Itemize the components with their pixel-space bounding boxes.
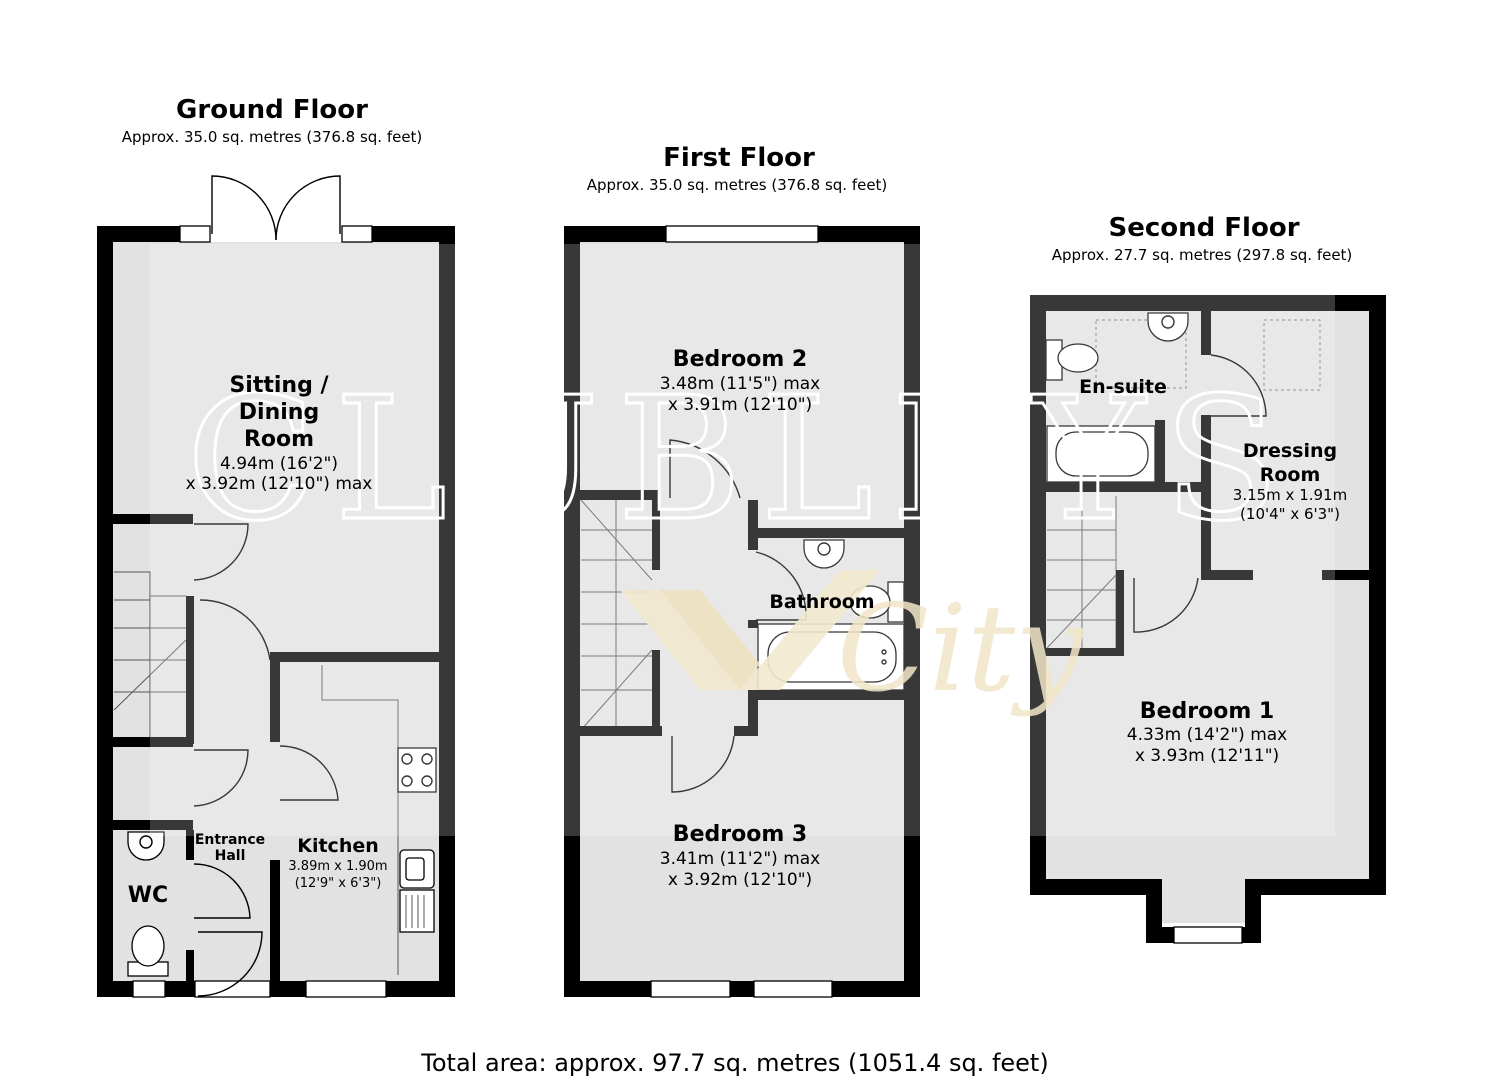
watermark-brand: CLUBLEYS — [186, 361, 1298, 559]
entrance-hall-name-2: Hall — [215, 848, 246, 864]
first-floor-area: Approx. 35.0 sq. metres (376.8 sq. feet) — [587, 176, 888, 194]
watermark-city: City — [837, 580, 1085, 719]
watermark-chevron-icon — [620, 570, 880, 690]
dressing-room-dim-2: (10'4" x 6'3") — [1240, 505, 1340, 523]
ground-stairs — [113, 571, 187, 740]
entrance-hall-name-1: Entrance — [195, 832, 265, 848]
sitting-room-dim-1: 4.94m (16'2") — [220, 454, 338, 474]
second-floor-labels: Second Floor Approx. 27.7 sq. metres (29… — [1052, 213, 1353, 766]
kitchen-name: Kitchen — [297, 835, 379, 857]
kitchen-fixtures — [321, 665, 437, 975]
kitchen-dim-2: (12'9" x 6'3") — [295, 876, 382, 891]
ensuite-fixtures — [1045, 312, 1321, 483]
ground-floor-area: Approx. 35.0 sq. metres (376.8 sq. feet) — [122, 128, 423, 146]
bedroom-3-dim-2: x 3.92m (12'10") — [668, 870, 812, 890]
bedroom-3-dim-1: 3.41m (11'2") max — [660, 849, 820, 869]
ensuite-name: En-suite — [1079, 376, 1167, 398]
ground-walls — [97, 226, 455, 997]
first-floor-labels: First Floor Approx. 35.0 sq. metres (376… — [587, 143, 888, 890]
bathroom-fixtures — [757, 539, 905, 691]
sitting-room-name-3: Room — [244, 427, 314, 452]
dressing-room-dim-1: 3.15m x 1.91m — [1233, 486, 1347, 504]
second-floor-title: Second Floor — [1108, 213, 1299, 243]
ground-floor-title: Ground Floor — [176, 95, 368, 125]
kitchen-dim-1: 3.89m x 1.90m — [288, 859, 387, 874]
bedroom-1-dim-2: x 3.93m (12'11") — [1135, 746, 1279, 766]
sitting-room-name-2: Dining — [239, 400, 319, 425]
bathroom-name: Bathroom — [769, 591, 874, 613]
second-floor-area: Approx. 27.7 sq. metres (297.8 sq. feet) — [1052, 246, 1353, 264]
bedroom-1-name: Bedroom 1 — [1140, 699, 1274, 724]
ground-openings — [132, 175, 387, 998]
first-stairs — [580, 499, 653, 731]
sitting-room-dim-2: x 3.92m (12'10") max — [186, 474, 373, 494]
bedroom-2-name: Bedroom 2 — [673, 347, 807, 372]
total-area: Total area: approx. 97.7 sq. metres (105… — [420, 1049, 1048, 1077]
bedroom-2-dim-2: x 3.91m (12'10") — [668, 395, 812, 415]
second-floor-plan — [1030, 295, 1386, 944]
wc-name: WC — [128, 883, 168, 908]
dressing-room-name-1: Dressing — [1243, 440, 1337, 462]
dressing-room-name-2: Room — [1260, 464, 1321, 486]
watermark: CLUBLEYS City — [150, 244, 1335, 836]
sitting-room-name-1: Sitting / — [229, 373, 329, 398]
ground-floor-plan — [97, 175, 455, 998]
first-floor-title: First Floor — [663, 143, 815, 173]
bedroom-1-dim-1: 4.33m (14'2") max — [1127, 725, 1287, 745]
first-floor-plan — [564, 225, 920, 998]
ground-floor-labels: Ground Floor Approx. 35.0 sq. metres (37… — [122, 95, 423, 908]
second-walls — [1030, 295, 1386, 943]
wc-fixtures — [127, 831, 169, 977]
second-openings — [1133, 354, 1267, 944]
first-walls — [564, 226, 920, 997]
bedroom-3-name: Bedroom 3 — [673, 822, 807, 847]
bedroom-2-dim-1: 3.48m (11'5") max — [660, 374, 820, 394]
